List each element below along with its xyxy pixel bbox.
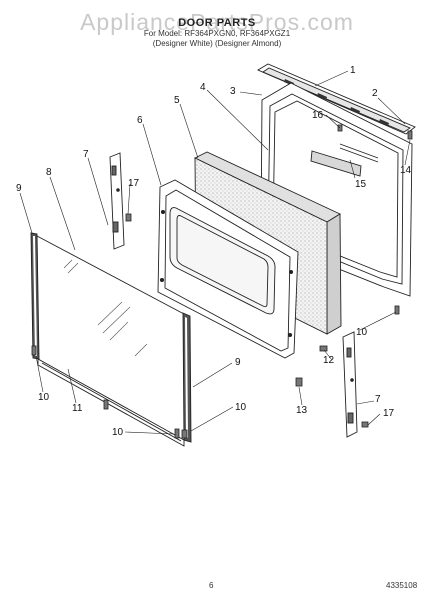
callout-10-left: 10	[38, 392, 50, 403]
screws-and-clips	[31, 124, 413, 439]
door-liner-part	[157, 179, 299, 359]
right-side-trim-part	[182, 312, 192, 443]
callout-3: 3	[230, 86, 236, 97]
callout-10-bottom: 10	[112, 427, 124, 438]
callout-5: 5	[174, 95, 180, 106]
callout-2: 2	[372, 88, 378, 99]
callout-17-right: 17	[383, 408, 395, 419]
leader-lines	[19, 70, 411, 435]
right-hinge-part	[342, 331, 358, 438]
callout-1: 1	[350, 65, 356, 76]
callout-11: 11	[72, 403, 83, 414]
callout-4: 4	[200, 82, 206, 93]
bottom-trim-part	[37, 358, 185, 447]
callout-9-right: 9	[235, 357, 241, 368]
callout-7-left: 7	[83, 149, 89, 160]
callout-15: 15	[355, 179, 367, 190]
left-hinge-part	[109, 152, 125, 250]
color-line: (Designer White) (Designer Almond)	[152, 39, 282, 48]
page-number: 6	[209, 581, 214, 590]
watermark-text: AppliancePartsPros.com	[80, 9, 354, 35]
callout-10-right-top: 10	[356, 327, 368, 338]
callout-7-right: 7	[375, 394, 381, 405]
callout-12: 12	[323, 355, 335, 366]
document-number: 4335108	[386, 581, 418, 590]
callout-13: 13	[296, 405, 308, 416]
callout-17-left: 17	[128, 178, 140, 189]
callout-8: 8	[46, 167, 52, 178]
callout-16: 16	[312, 110, 324, 121]
callout-14: 14	[400, 165, 412, 176]
callout-6: 6	[137, 115, 143, 126]
left-side-trim-part	[30, 232, 40, 360]
callout-9-left: 9	[16, 183, 22, 194]
callout-10-right-bottom: 10	[235, 402, 247, 413]
diagram-title: DOOR PARTS	[178, 17, 256, 29]
model-line: For Model: RF364PXGN0, RF364PXGZ1	[143, 29, 291, 38]
